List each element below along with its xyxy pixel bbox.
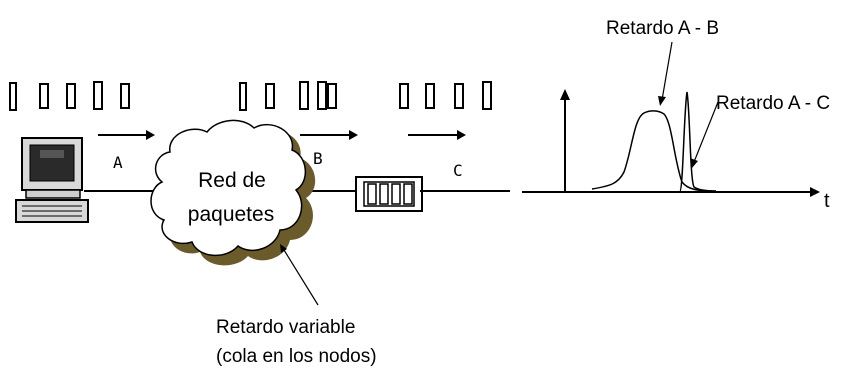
packet: [265, 83, 275, 109]
curve-delay-ab: [591, 110, 713, 192]
label-a: A: [113, 153, 123, 172]
curve-delay-ac: [679, 91, 717, 192]
packets-after-queue: [399, 81, 492, 110]
label-delay-ab: Retardo A - B: [606, 18, 719, 39]
label-b: B: [313, 149, 323, 168]
queue-buffer-icon: [355, 176, 423, 212]
packet: [239, 82, 247, 111]
queue-slot: [367, 183, 377, 205]
pointer-delay-ab: [661, 41, 673, 101]
queue-slot: [379, 183, 389, 205]
cloud-label-line2: paquetes: [188, 203, 274, 226]
packet: [93, 81, 103, 110]
packet: [399, 83, 409, 109]
variable-delay-pointer: [280, 244, 319, 306]
label-c: C: [453, 161, 463, 180]
packet: [454, 83, 464, 109]
direction-arrows: [98, 130, 466, 140]
packet: [66, 83, 76, 109]
packet: [327, 83, 337, 109]
packet: [120, 83, 130, 109]
arrow-c-head: [457, 130, 466, 140]
delay-distribution-plot: [522, 89, 820, 197]
cloud-body: [150, 119, 306, 256]
packet: [39, 83, 49, 109]
packet: [425, 83, 435, 109]
y-axis-arrowhead: [560, 89, 570, 100]
computer-icon: [15, 137, 89, 223]
plot-pointers: [658, 41, 719, 168]
variable-delay-label-line2: (cola en los nodos): [216, 346, 377, 367]
packets-before-network: [9, 81, 130, 111]
packet: [299, 81, 309, 110]
queue-slot: [403, 183, 413, 205]
cloud-icon: Red de paquetes: [150, 119, 316, 266]
packet: [9, 82, 17, 111]
packet: [317, 81, 327, 110]
label-delay-ac: Retardo A - C: [716, 93, 830, 114]
label-time-axis: t: [824, 190, 830, 212]
queue-slot: [391, 183, 401, 205]
variable-delay-label-line1: Retardo variable: [216, 317, 355, 338]
cloud-label-line1: Red de: [198, 169, 266, 192]
x-axis-arrowhead: [810, 187, 820, 197]
pointer-delay-ac: [693, 101, 719, 163]
arrow-b-head: [349, 130, 358, 140]
packets-after-network: [239, 81, 337, 111]
packet: [482, 81, 492, 110]
arrow-a-head: [146, 130, 155, 140]
